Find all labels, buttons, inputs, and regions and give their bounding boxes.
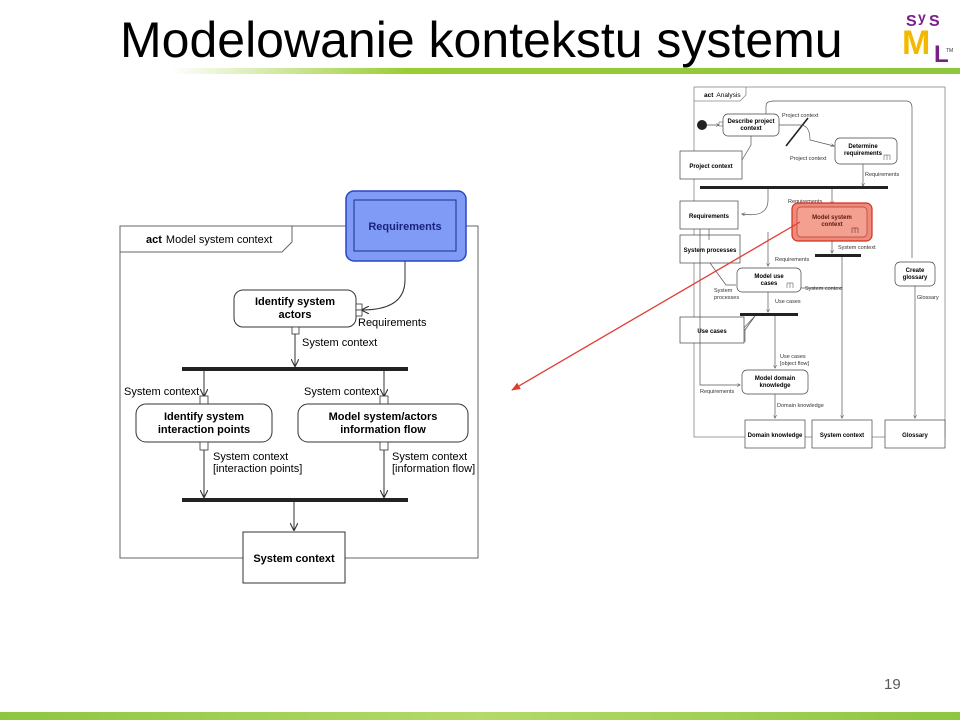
svg-text:Create: Create	[906, 268, 925, 274]
title-underline	[170, 68, 960, 74]
svg-text:Project context: Project context	[782, 113, 819, 119]
footer-bar	[0, 712, 960, 720]
model-flow-line1: Model system/actors	[329, 411, 438, 423]
svg-text:System: System	[714, 288, 733, 294]
svg-text:requirements: requirements	[844, 151, 883, 157]
svg-text:Model use: Model use	[754, 274, 784, 280]
out-right-line2: [information flow]	[392, 463, 475, 475]
identify-interaction-line2: interaction points	[158, 424, 250, 436]
svg-text:System context: System context	[820, 433, 864, 439]
identify-actors-pin-out	[291, 326, 300, 335]
system-processes-object	[679, 234, 741, 264]
svg-text:Project context: Project context	[689, 164, 732, 170]
glossary-object	[884, 419, 946, 449]
describe-project-context-action	[722, 113, 780, 137]
svg-text:Determine: Determine	[848, 144, 878, 150]
main-frame	[119, 225, 479, 559]
svg-text:Requirements: Requirements	[865, 172, 899, 178]
identify-actors-line1: Identify system	[255, 296, 335, 308]
flow-right-system-context: System context	[304, 386, 379, 398]
slide-title: Modelowanie kontekstu systemu	[120, 12, 843, 68]
analysis-fork-2	[815, 254, 861, 257]
svg-text:cases: cases	[761, 281, 778, 287]
analysis-fork-1	[700, 186, 888, 189]
svg-text:glossary: glossary	[903, 275, 928, 281]
identify-actors-pin-in	[355, 303, 363, 311]
identify-interaction-line1: Identify system	[164, 411, 244, 423]
svg-text:System context: System context	[838, 245, 876, 251]
initial-node	[697, 120, 707, 130]
svg-text:Model domain: Model domain	[755, 376, 796, 382]
svg-text:Describe project: Describe project	[727, 119, 774, 125]
svg-text:Domain knowledge: Domain knowledge	[777, 403, 824, 409]
model-flow-line2: information flow	[340, 424, 426, 436]
svg-text:y: y	[918, 9, 926, 25]
create-glossary-action	[894, 261, 936, 287]
model-use-cases-action	[736, 267, 802, 293]
svg-text:Requirements: Requirements	[775, 257, 809, 263]
svg-text:context: context	[740, 126, 761, 132]
svg-text:Glossary: Glossary	[902, 433, 928, 439]
page-number: 19	[884, 676, 901, 693]
svg-text:System context: System context	[805, 286, 843, 292]
svg-text:Domain knowledge: Domain knowledge	[748, 433, 803, 439]
svg-text:Use cases: Use cases	[780, 354, 806, 360]
left-pin-in	[199, 395, 209, 405]
join-bar	[182, 498, 408, 502]
pin-requirements-label: Requirements	[358, 317, 427, 329]
svg-text:Use cases: Use cases	[775, 299, 801, 305]
svg-text:S: S	[906, 13, 917, 30]
sysml-logo-icon: S y S M L TM	[902, 9, 953, 68]
fork-bar	[182, 367, 408, 371]
analysis-fork-3	[740, 313, 798, 316]
svg-text:processes: processes	[714, 295, 739, 301]
determine-requirements-action	[834, 137, 898, 165]
right-pin-in	[379, 395, 389, 405]
svg-text:TM: TM	[946, 48, 953, 54]
svg-text:L: L	[934, 41, 949, 68]
model-domain-knowledge-action	[741, 369, 809, 395]
svg-text:M: M	[902, 24, 930, 62]
out-right-line1: System context	[392, 451, 467, 463]
flow-system-context-1: System context	[302, 337, 377, 349]
right-pin-out	[379, 441, 389, 451]
domain-knowledge-object	[744, 419, 806, 449]
svg-text:Requirements: Requirements	[689, 214, 730, 220]
final-system-context-label: System context	[253, 553, 335, 565]
use-cases-object	[679, 316, 745, 344]
project-context-object	[679, 150, 743, 180]
svg-text:context: context	[821, 222, 842, 228]
identify-actors-pin-in-2	[355, 309, 363, 317]
svg-text:knowledge: knowledge	[759, 383, 791, 389]
svg-text:[object flow]: [object flow]	[780, 361, 810, 367]
zoom-connector-arrow	[511, 221, 801, 391]
identify-interaction-action	[135, 403, 273, 443]
left-pin-out	[199, 441, 209, 451]
model-flow-action	[297, 403, 469, 443]
system-context-object	[811, 419, 873, 449]
svg-text:Use cases: Use cases	[697, 329, 727, 335]
identify-actors-line2: actors	[278, 309, 311, 321]
final-system-context-node	[242, 531, 346, 584]
svg-text:Model system: Model system	[812, 215, 852, 221]
svg-text:Requirements: Requirements	[700, 389, 734, 395]
svg-text:Requirements: Requirements	[788, 199, 822, 205]
requirements-node-label: Requirements	[368, 221, 441, 233]
svg-text:System processes: System processes	[684, 248, 737, 254]
svg-text:S: S	[929, 13, 940, 30]
flow-left-system-context: System context	[124, 386, 199, 398]
out-left-line2: [interaction points]	[213, 463, 302, 475]
main-frame-label-tab	[120, 226, 293, 253]
svg-text:Project context: Project context	[790, 156, 827, 162]
svg-text:Glossary: Glossary	[917, 295, 939, 301]
out-left-line1: System context	[213, 451, 288, 463]
requirements-node	[353, 199, 457, 252]
